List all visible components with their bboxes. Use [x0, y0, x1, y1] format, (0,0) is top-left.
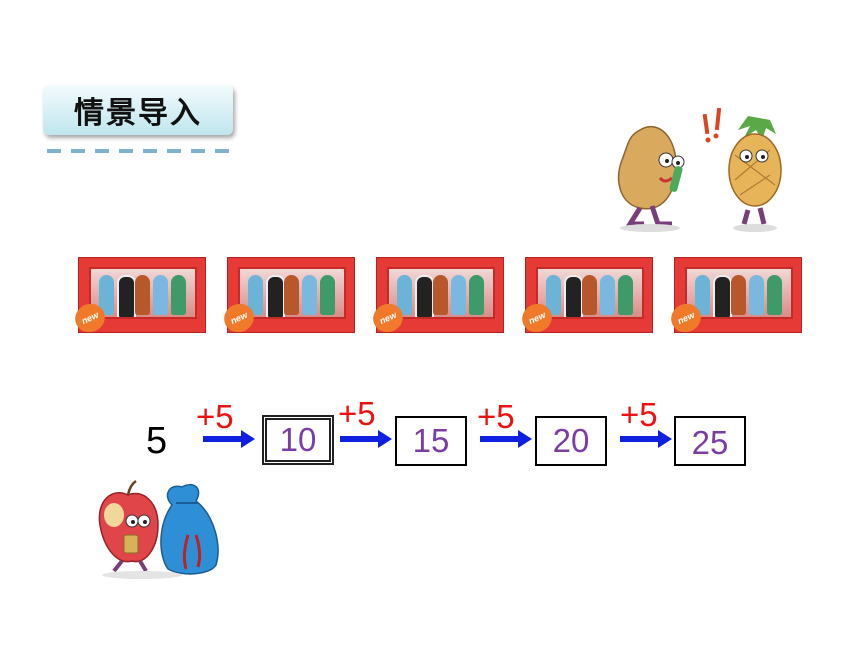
- section-title-box: 情景导入: [43, 85, 233, 135]
- section-title: 情景导入: [74, 96, 202, 131]
- gift-box-window: [238, 267, 346, 319]
- sequence-box-4: 25: [674, 416, 746, 466]
- gift-box-window: [536, 267, 644, 319]
- gift-box-window: [387, 267, 495, 319]
- plus-five-label: +5: [338, 395, 376, 432]
- gift-box-window: [685, 267, 793, 319]
- right-arrow-icon: [620, 430, 672, 448]
- sequence-start-number: 5: [146, 420, 168, 462]
- right-arrow-icon: [203, 430, 255, 448]
- gift-box-4: new: [517, 257, 653, 338]
- title-underline: [47, 149, 235, 153]
- sequence-box-1: 10: [262, 415, 334, 465]
- sequence-box-3: 20: [535, 416, 607, 466]
- plus-five-label: +5: [620, 396, 658, 433]
- gift-box-window: [89, 267, 197, 319]
- gift-box-5: new: [666, 257, 802, 338]
- potato-and-pineapple-icon: [617, 107, 782, 232]
- apple-with-money-bag-icon: [98, 479, 219, 579]
- gift-box-2: new: [219, 257, 355, 338]
- plus-five-label: +5: [196, 398, 234, 435]
- right-arrow-icon: [480, 430, 532, 448]
- gift-box-3: new: [368, 257, 504, 338]
- gift-box-1: new: [70, 257, 206, 338]
- sequence-box-2: 15: [395, 416, 467, 466]
- plus-five-label: +5: [477, 398, 515, 435]
- right-arrow-icon: [340, 430, 392, 448]
